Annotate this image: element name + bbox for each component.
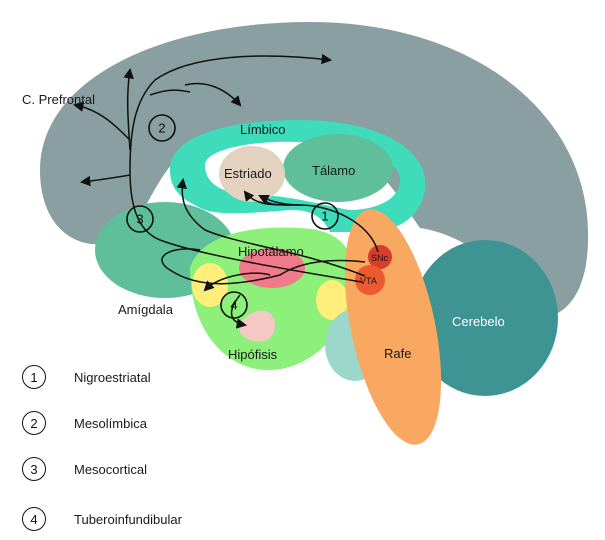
label-talamo: Tálamo <box>312 163 355 178</box>
legend-label: Tuberoinfundibular <box>74 512 182 527</box>
svg-text:1: 1 <box>321 209 328 224</box>
legend-item-mesolimbica: 2 Mesolímbica <box>22 408 147 438</box>
label-amigdala: Amígdala <box>118 302 174 317</box>
label-prefrontal: C. Prefrontal <box>22 92 95 107</box>
legend-number: 3 <box>22 457 46 481</box>
label-limbico: Límbico <box>240 122 286 137</box>
legend-label: Mesocortical <box>74 462 147 477</box>
legend-item-mesocortical: 3 Mesocortical <box>22 454 147 484</box>
legend-label: Mesolímbica <box>74 416 147 431</box>
svg-text:4: 4 <box>230 298 237 313</box>
label-estriado: Estriado <box>224 166 272 181</box>
legend-item-tuberoinfundibular: 4 Tuberoinfundibular <box>22 504 182 534</box>
label-hipofisis: Hipófisis <box>228 347 278 362</box>
legend-number: 4 <box>22 507 46 531</box>
svg-text:3: 3 <box>136 212 143 227</box>
label-snc: SNc <box>371 253 389 263</box>
label-rafe: Rafe <box>384 346 411 361</box>
legend-label: Nigroestriatal <box>74 370 151 385</box>
legend-number: 2 <box>22 411 46 435</box>
label-vta: VTA <box>360 276 377 286</box>
label-hipotalamo: Hipotálamo <box>238 244 304 259</box>
label-cerebelo: Cerebelo <box>452 314 505 329</box>
legend-item-nigroestriatal: 1 Nigroestriatal <box>22 362 151 392</box>
legend-number: 1 <box>22 365 46 389</box>
svg-text:2: 2 <box>158 121 165 136</box>
